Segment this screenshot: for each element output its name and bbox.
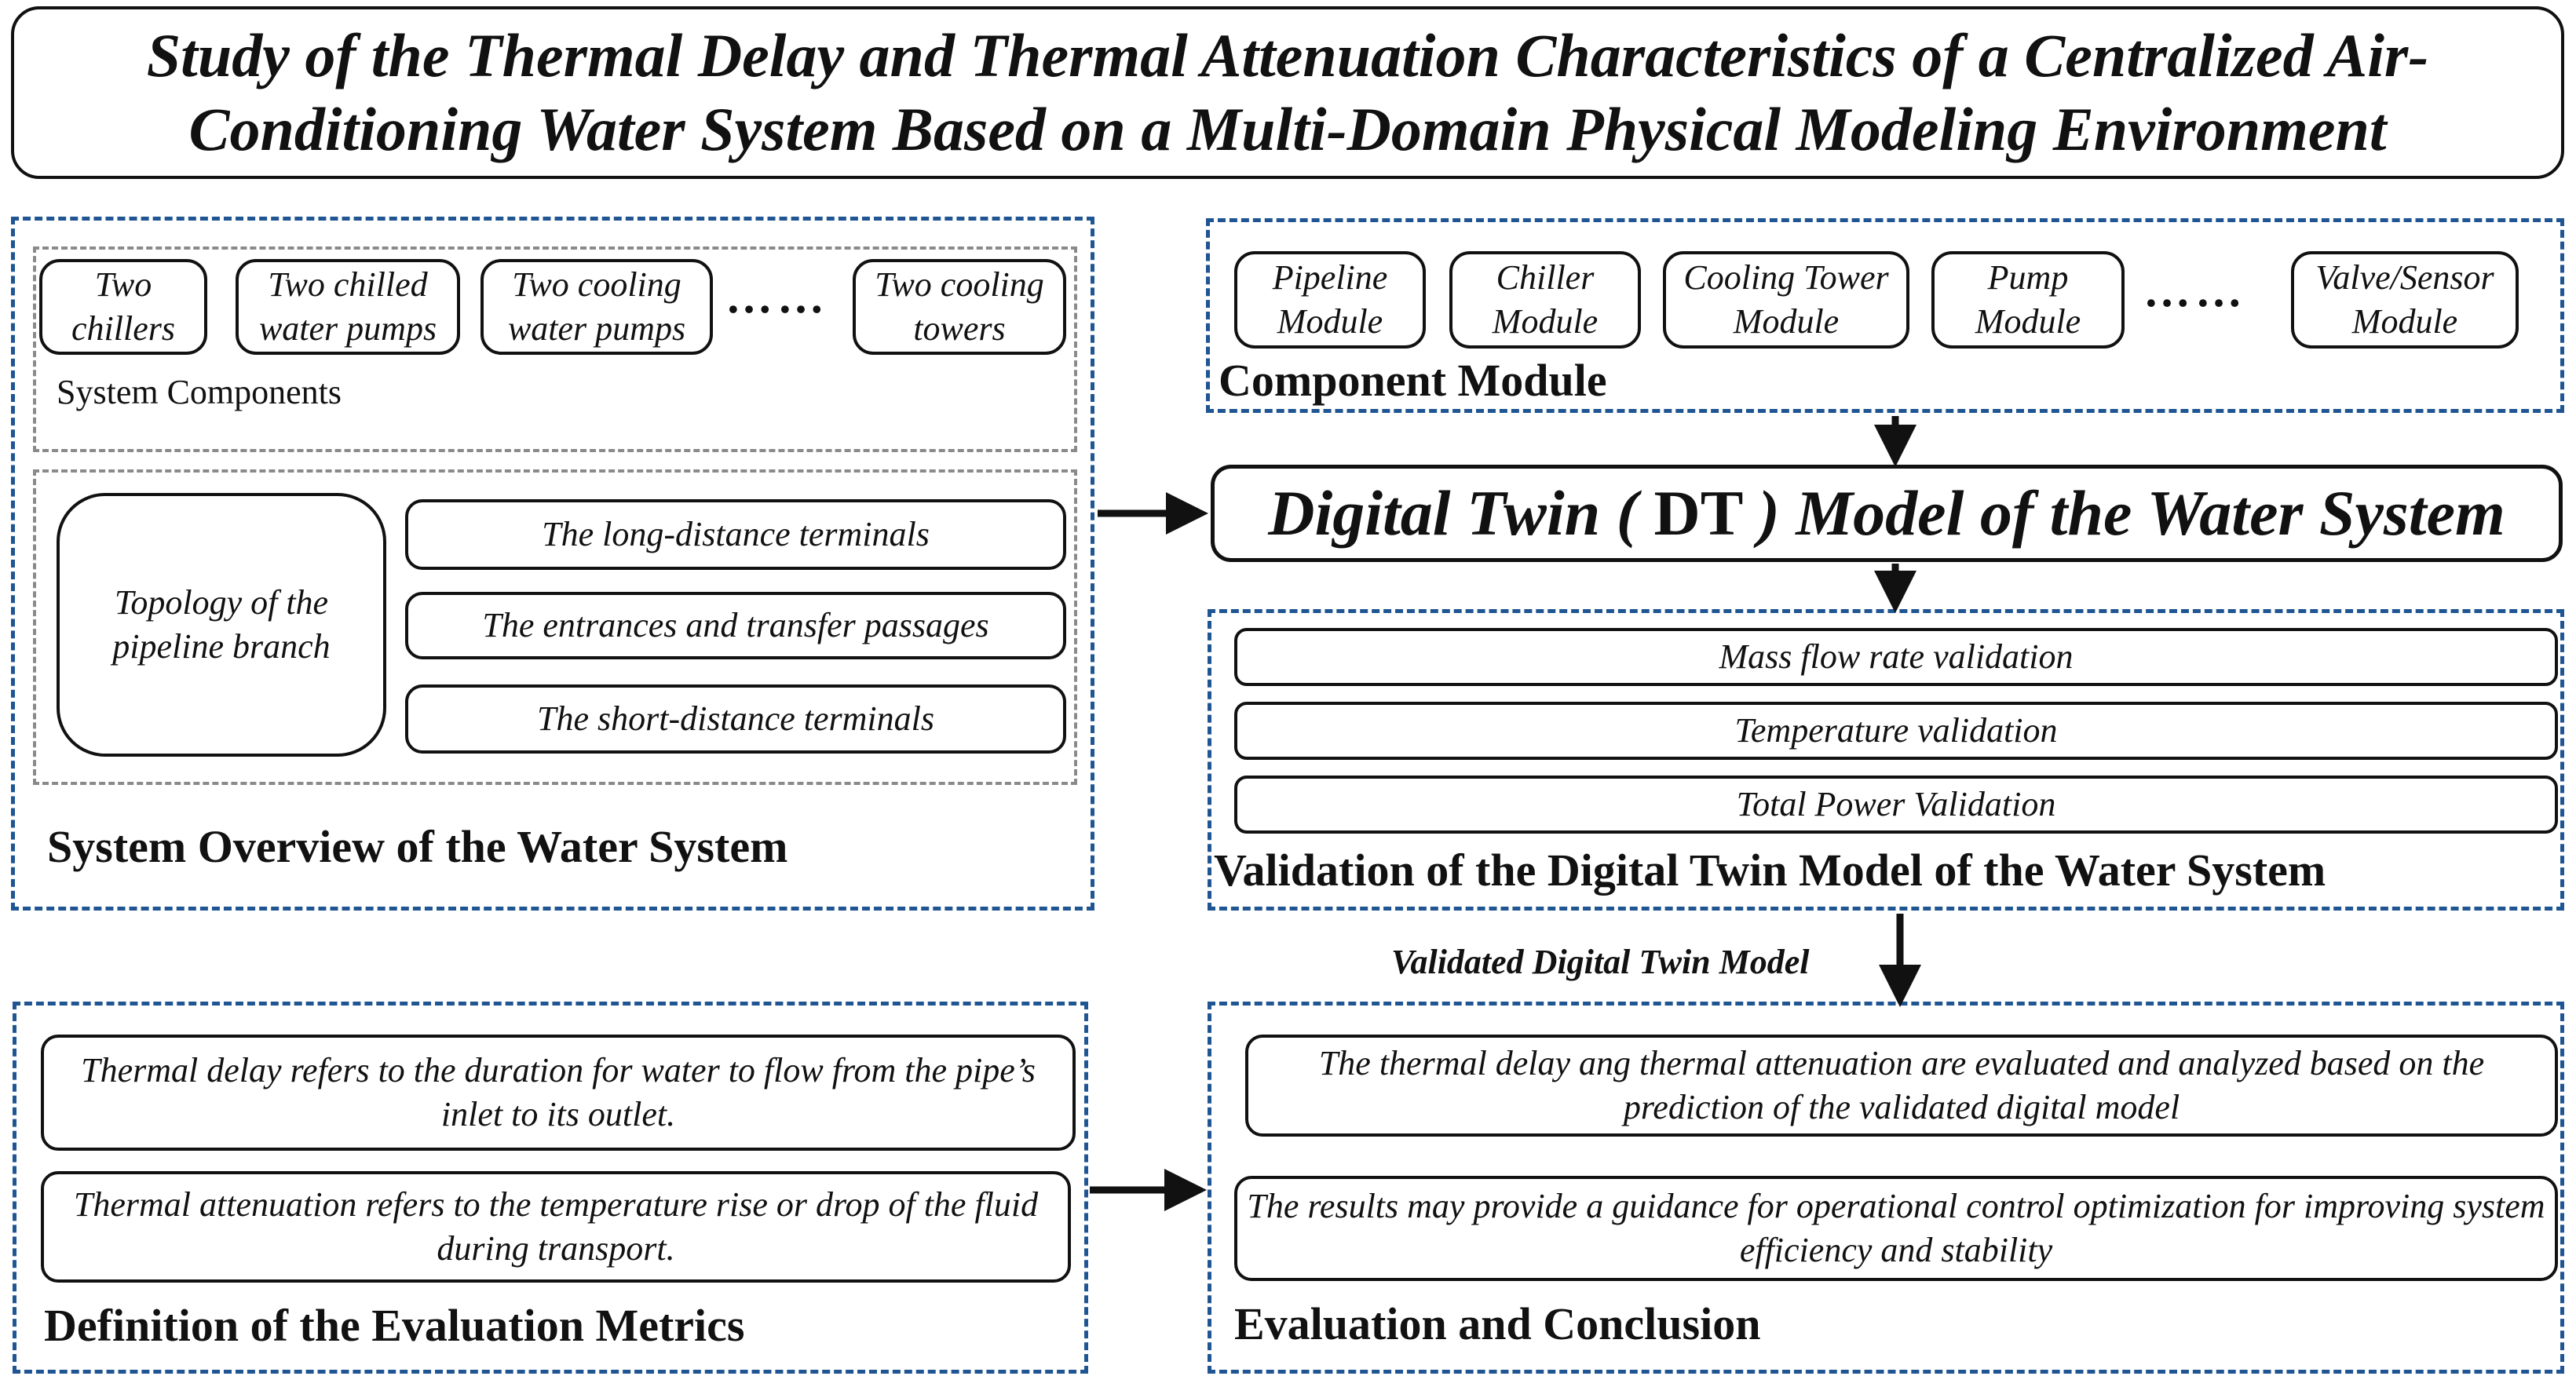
component-label: Two chillers: [71, 265, 175, 348]
validation-box-temperature: Temperature validation: [1234, 702, 2558, 760]
module-label: Pipeline Module: [1272, 258, 1388, 341]
component-box-chillers: Two chillers: [39, 259, 207, 355]
dt-title-abbrev: DT: [1638, 477, 1759, 549]
validation-box-total-power: Total Power Validation: [1234, 776, 2558, 834]
branch-box-short-distance: The short-distance terminals: [405, 684, 1066, 754]
component-label: Two cooling water pumps: [507, 265, 686, 348]
validation-label: Validation of the Digital Twin Model of …: [1214, 845, 2326, 896]
title-box: Study of the Thermal Delay and Thermal A…: [11, 6, 2564, 179]
topology-box: Topology of the pipeline branch: [57, 493, 386, 757]
system-components-frame: [33, 246, 1077, 452]
conclusion-box-guidance: The results may provide a guidance for o…: [1234, 1176, 2558, 1281]
validation-label: Mass flow rate validation: [1719, 637, 2074, 676]
component-box-chilled-pumps: Two chilled water pumps: [236, 259, 460, 355]
module-box-valve-sensor: Valve/Sensor Module: [2291, 251, 2519, 349]
metric-text: Thermal attenuation refers to the temper…: [73, 1185, 1039, 1268]
metric-text: Thermal delay refers to the duration for…: [81, 1051, 1036, 1133]
component-module-label: Component Module: [1219, 355, 1607, 406]
module-box-pump: Pump Module: [1931, 251, 2125, 349]
metric-box-thermal-delay: Thermal delay refers to the duration for…: [41, 1035, 1076, 1151]
component-module-section: [1206, 218, 2564, 413]
branch-label: The long-distance terminals: [542, 515, 930, 553]
digital-twin-model-title: Digital Twin ( DT ) Model of the Water S…: [1268, 476, 2505, 550]
component-label: Two chilled water pumps: [258, 265, 437, 348]
module-label: Valve/Sensor Module: [2315, 258, 2494, 341]
branch-label: The entrances and transfer passages: [482, 606, 989, 644]
module-label: Cooling Tower Module: [1683, 258, 1889, 341]
validation-label: Temperature validation: [1734, 711, 2058, 750]
module-label: Chiller Module: [1492, 258, 1599, 341]
module-label: Pump Module: [1975, 258, 2081, 341]
dt-title-part1: Digital Twin (: [1268, 477, 1639, 549]
diagram-title: Study of the Thermal Delay and Thermal A…: [146, 21, 2429, 163]
module-box-chiller: Chiller Module: [1449, 251, 1641, 349]
branch-label: The short-distance terminals: [537, 699, 934, 738]
ellipsis: ……: [2143, 265, 2247, 316]
dt-title-part3: ) Model of the Water System: [1758, 477, 2505, 549]
evaluation-metrics-label: Definition of the Evaluation Metrics: [44, 1300, 745, 1351]
system-overview-label: System Overview of the Water System: [47, 821, 788, 872]
module-box-pipeline: Pipeline Module: [1234, 251, 1426, 349]
module-box-cooling-tower: Cooling Tower Module: [1663, 251, 1909, 349]
branch-box-entrances: The entrances and transfer passages: [405, 592, 1066, 659]
validated-model-arrow-label: Validated Digital Twin Model: [1391, 943, 1810, 981]
conclusion-text: The results may provide a guidance for o…: [1247, 1187, 2545, 1269]
component-label: Two cooling towers: [875, 265, 1044, 348]
validation-box-mass-flow: Mass flow rate validation: [1234, 628, 2558, 686]
validation-label: Total Power Validation: [1736, 785, 2056, 823]
system-components-label: System Components: [57, 373, 342, 411]
topology-frame: [33, 469, 1077, 785]
component-box-cooling-towers: Two cooling towers: [853, 259, 1066, 355]
ellipsis: ……: [725, 271, 829, 323]
system-overview-section: [11, 217, 1094, 911]
topology-label: Topology of the pipeline branch: [112, 583, 331, 666]
evaluation-conclusion-label: Evaluation and Conclusion: [1234, 1298, 1761, 1349]
conclusion-box-analysis: The thermal delay ang thermal attenuatio…: [1245, 1035, 2558, 1137]
branch-box-long-distance: The long-distance terminals: [405, 499, 1066, 570]
conclusion-text: The thermal delay ang thermal attenuatio…: [1318, 1044, 2485, 1126]
evaluation-metrics-section: [13, 1002, 1088, 1374]
component-box-cooling-pumps: Two cooling water pumps: [480, 259, 713, 355]
metric-box-thermal-attenuation: Thermal attenuation refers to the temper…: [41, 1171, 1071, 1283]
